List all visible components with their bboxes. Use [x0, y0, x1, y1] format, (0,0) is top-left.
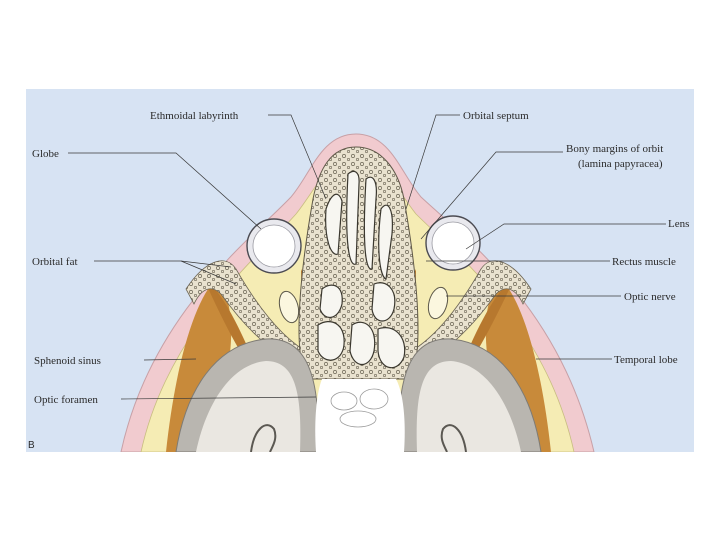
orbit-cross-section-diagram: Ethmoidal labyrinth Orbital septum Globe… [26, 89, 694, 452]
label-temporal-lobe: Temporal lobe [614, 354, 678, 366]
label-orbital-septum: Orbital septum [463, 110, 529, 122]
sphenoid-sinus [315, 379, 404, 452]
label-ethmoidal-labyrinth: Ethmoidal labyrinth [150, 110, 239, 122]
label-orbital-fat: Orbital fat [32, 256, 78, 268]
panel-letter: B [28, 440, 35, 451]
label-globe: Globe [32, 148, 59, 160]
label-lens: Lens [668, 218, 689, 230]
label-bony-margins: Bony margins of orbit [566, 143, 663, 155]
label-lamina-papyracea: (lamina papyracea) [578, 158, 663, 170]
left-globe [247, 219, 301, 273]
label-optic-foramen: Optic foramen [34, 394, 98, 406]
label-rectus-muscle: Rectus muscle [612, 256, 676, 268]
label-sphenoid-sinus: Sphenoid sinus [34, 355, 101, 367]
anatomy-figure: Ethmoidal labyrinth Orbital septum Globe… [26, 89, 694, 452]
label-optic-nerve: Optic nerve [624, 291, 676, 303]
